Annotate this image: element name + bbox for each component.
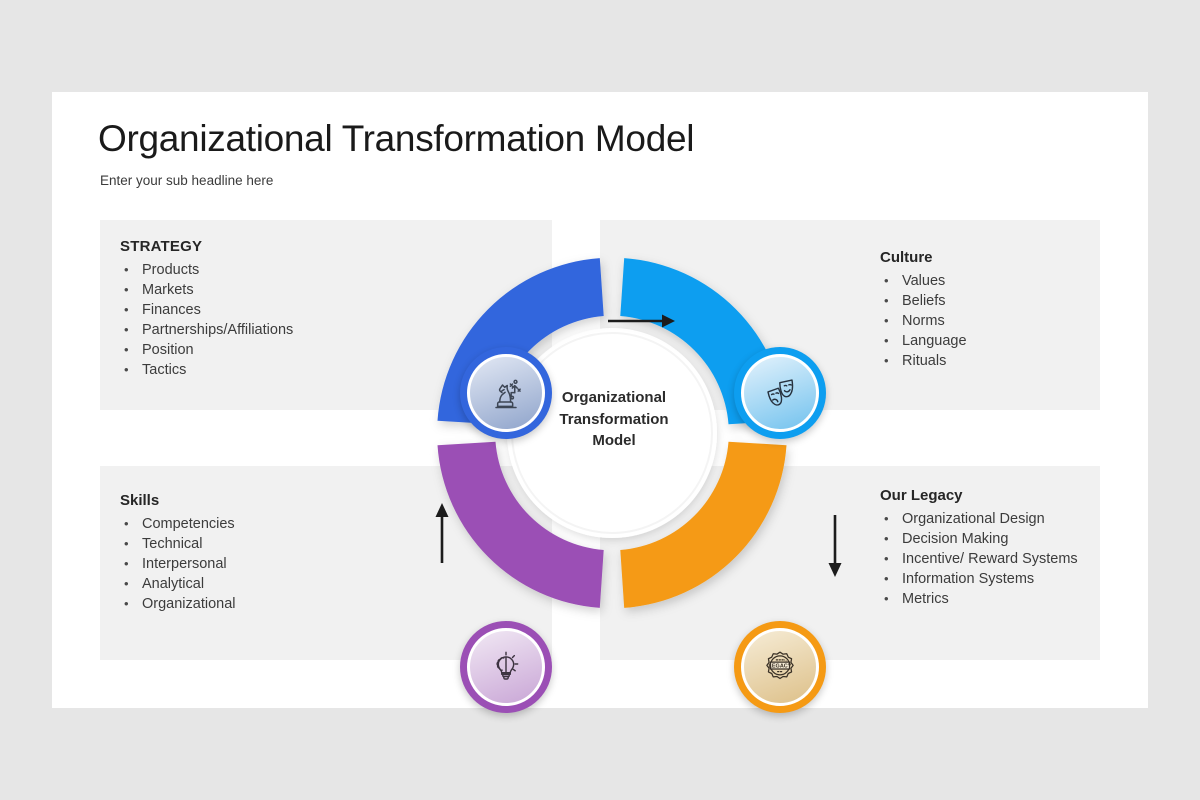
legacy-badge-icon: LEGACY bbox=[766, 651, 794, 680]
list-item: Incentive/ Reward Systems bbox=[880, 549, 1078, 569]
icon-bubble-strategy[interactable] bbox=[460, 347, 552, 439]
icon-bubble-strategy-inner bbox=[467, 354, 545, 432]
icon-bubble-legacy[interactable]: LEGACY bbox=[734, 621, 826, 713]
chess-knight-icon bbox=[495, 379, 521, 409]
list-item: Information Systems bbox=[880, 569, 1078, 589]
quadrant-legacy-text: Our Legacy Organizational Design Decisio… bbox=[880, 487, 1078, 609]
list-item: Rituals bbox=[880, 351, 967, 371]
list-item: Language bbox=[880, 331, 967, 351]
list-item: Markets bbox=[120, 280, 293, 300]
quadrant-skills-heading: Skills bbox=[120, 492, 160, 509]
list-item: Analytical bbox=[120, 574, 236, 594]
quadrant-skills-text: Skills Competencies Technical Interperso… bbox=[120, 492, 236, 614]
list-item: Organizational Design bbox=[880, 509, 1078, 529]
segment-skills[interactable] bbox=[437, 441, 604, 608]
quadrant-strategy-list: Products Markets Finances Partnerships/A… bbox=[120, 260, 293, 380]
list-item: Metrics bbox=[880, 589, 1078, 609]
list-item: Organizational bbox=[120, 594, 236, 614]
list-item: Interpersonal bbox=[120, 554, 236, 574]
icon-bubble-skills[interactable] bbox=[460, 621, 552, 713]
list-item: Position bbox=[120, 340, 293, 360]
quadrant-culture-text: Culture Values Beliefs Norms Language Ri… bbox=[880, 249, 967, 371]
slide-canvas: Organizational Transformation Model Ente… bbox=[52, 92, 1148, 713]
quadrant-skills-list: Competencies Technical Interpersonal Ana… bbox=[120, 514, 236, 614]
list-item: Tactics bbox=[120, 360, 293, 380]
theater-masks-icon bbox=[767, 379, 794, 406]
arrow-left-up bbox=[435, 503, 449, 563]
icon-bubble-culture[interactable] bbox=[734, 347, 826, 439]
quadrant-legacy-list: Organizational Design Decision Making In… bbox=[880, 509, 1078, 609]
list-item: Norms bbox=[880, 311, 967, 331]
center-label-line2: Transformation bbox=[559, 410, 669, 428]
list-item: Beliefs bbox=[880, 291, 967, 311]
icon-bubble-culture-inner bbox=[741, 354, 819, 432]
arrow-group bbox=[435, 314, 842, 577]
icon-bubble-skills-inner bbox=[467, 628, 545, 706]
list-item: Values bbox=[880, 271, 967, 291]
page-subtitle: Enter your sub headline here bbox=[100, 173, 274, 188]
center-label: Organizational Transformation Model bbox=[530, 387, 698, 452]
list-item: Finances bbox=[120, 300, 293, 320]
center-label-line1: Organizational bbox=[561, 389, 667, 406]
list-item: Partnerships/Affiliations bbox=[120, 320, 293, 340]
list-item: Competencies bbox=[120, 514, 236, 534]
list-item: Products bbox=[120, 260, 293, 280]
list-item: Technical bbox=[120, 534, 236, 554]
quadrant-strategy-text: STRATEGY Products Markets Finances Partn… bbox=[120, 238, 293, 380]
list-item: Decision Making bbox=[880, 529, 1078, 549]
arrow-right-down bbox=[828, 515, 842, 577]
lightbulb-brain-icon bbox=[496, 651, 519, 680]
legacy-badge-text: LEGACY bbox=[769, 664, 792, 670]
cycle-diagram: Organizational Transformation Model bbox=[362, 192, 862, 713]
page-title: Organizational Transformation Model bbox=[98, 118, 695, 159]
quadrant-culture-list: Values Beliefs Norms Language Rituals bbox=[880, 271, 967, 371]
quadrant-culture-heading: Culture bbox=[880, 249, 933, 266]
icon-bubble-legacy-inner: LEGACY bbox=[741, 628, 819, 706]
center-label-line3: Model bbox=[592, 432, 636, 449]
segment-legacy[interactable] bbox=[620, 441, 787, 608]
quadrant-strategy-heading: STRATEGY bbox=[120, 238, 203, 255]
arrow-top-right bbox=[608, 314, 675, 328]
quadrant-legacy-heading: Our Legacy bbox=[880, 487, 963, 504]
